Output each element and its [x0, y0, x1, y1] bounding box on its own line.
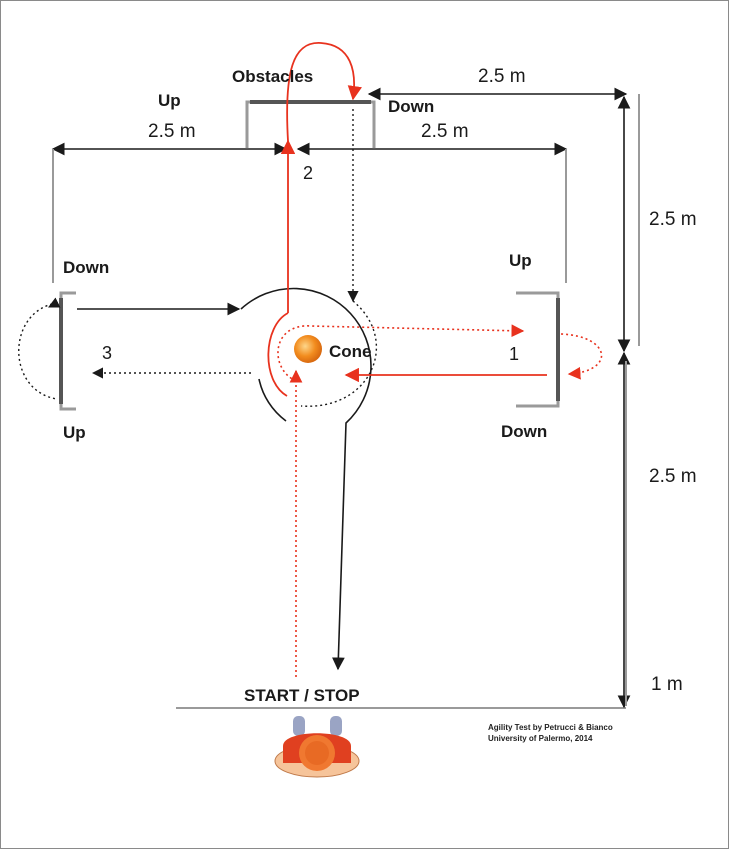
obstacle-right — [516, 291, 560, 408]
left-down-label: Down — [63, 258, 109, 277]
obstacle-top — [245, 100, 376, 149]
measure-right-lower: 2.5 m — [649, 466, 697, 487]
outer-turn-circle — [240, 287, 372, 671]
red-solid-paths — [267, 42, 547, 397]
measure-top-right-inner: 2.5 m — [421, 121, 469, 142]
top-down-label: Down — [388, 97, 434, 116]
obstacle-left — [59, 291, 76, 411]
credit-line-2: University of Palermo, 2014 — [488, 734, 593, 743]
dimension-lines — [51, 87, 631, 709]
obstacle-number-2: 2 — [303, 163, 313, 183]
left-up-label: Up — [63, 423, 86, 442]
dimension-guides — [52, 94, 640, 706]
right-up-label: Up — [509, 251, 532, 270]
measure-top-left: 2.5 m — [148, 121, 196, 142]
right-down-label: Down — [501, 422, 547, 441]
top-up-label: Up — [158, 91, 181, 110]
credit-line-1: Agility Test by Petrucci & Bianco — [488, 723, 613, 732]
cone-label: Cone — [329, 342, 372, 361]
red-dotted-paths — [277, 324, 603, 677]
obstacles-label: Obstacles — [232, 67, 313, 86]
cone-icon — [294, 335, 322, 363]
measure-right-upper: 2.5 m — [649, 209, 697, 230]
person-icon — [274, 716, 360, 778]
measure-top-right-outer: 2.5 m — [478, 66, 526, 87]
obstacle-number-3: 3 — [102, 343, 112, 363]
obstacle-number-1: 1 — [509, 344, 519, 364]
dotted-black-paths — [18, 109, 378, 407]
start-stop-label: START / STOP — [244, 686, 360, 705]
measure-right-bottom: 1 m — [651, 674, 683, 695]
